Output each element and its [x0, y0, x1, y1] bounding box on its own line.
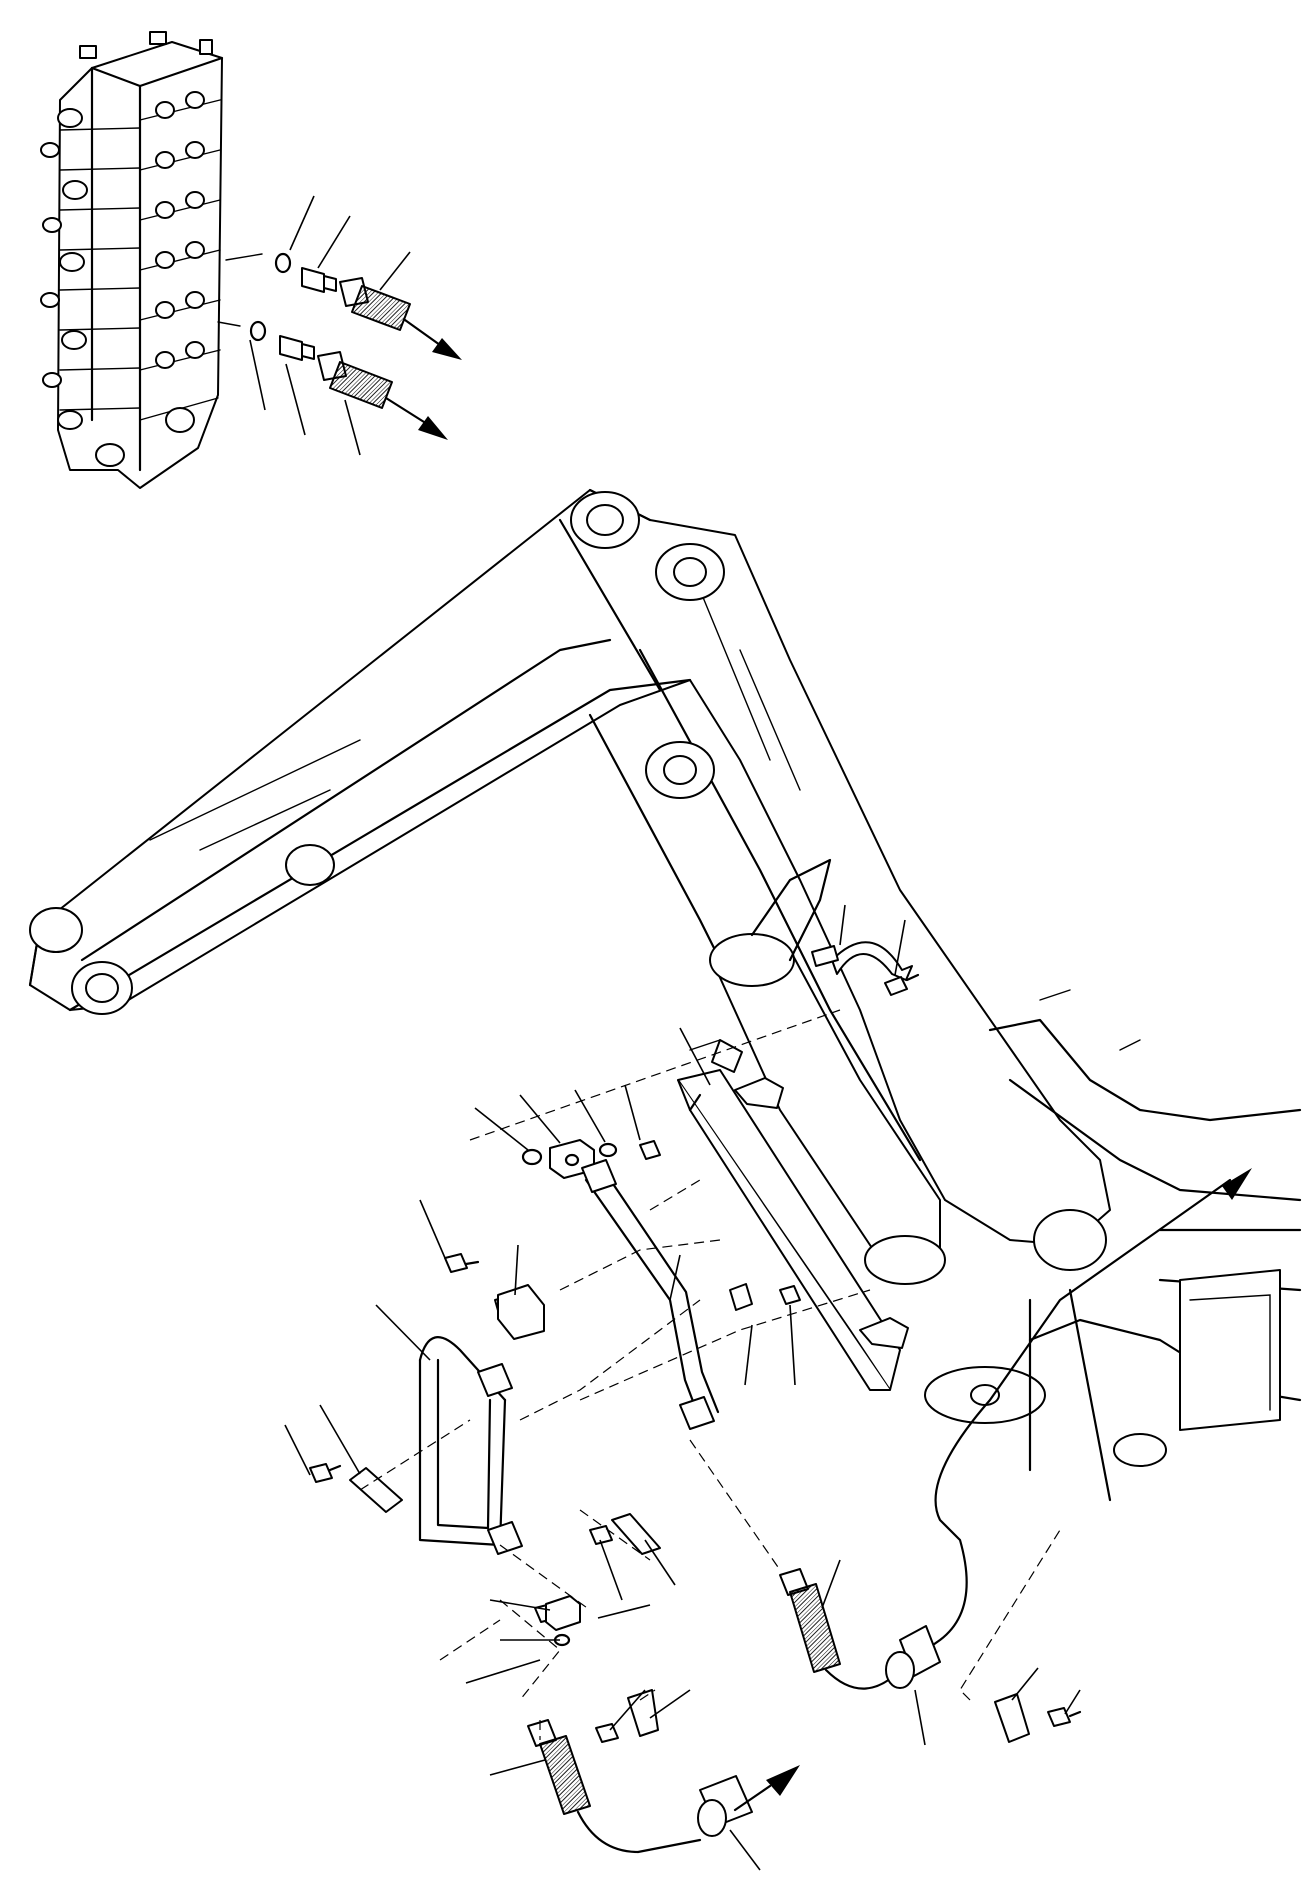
- callout-leaders-valve: [217, 195, 411, 456]
- control-valve-block-icon: [40, 31, 224, 489]
- hose-fitting-icon: [279, 267, 337, 361]
- upper-frame: [988, 989, 1302, 1502]
- flow-arrow-icon: [733, 1168, 1252, 1812]
- boom-cylinder-icon: [709, 858, 946, 1285]
- flow-arrow-icon: [384, 318, 462, 440]
- o-ring-icon: [249, 252, 292, 342]
- callout-leaders-boom: [284, 904, 1081, 1871]
- protector-sleeve-icon: [697, 1625, 941, 1837]
- hose-guard-channel-icon: [677, 1039, 909, 1391]
- flange-block-icon: [521, 1139, 595, 1631]
- hydraulic-hose-icon: [527, 1178, 1232, 1854]
- washer-icon: [553, 1142, 618, 1647]
- assembly-centerlines: [359, 1009, 1061, 1740]
- u-pipe-icon: [418, 1336, 523, 1555]
- boom-arm-icon: [28, 488, 1167, 1467]
- hydraulic-hose-icon: [317, 277, 411, 409]
- steel-pipe-icon: [581, 1159, 720, 1430]
